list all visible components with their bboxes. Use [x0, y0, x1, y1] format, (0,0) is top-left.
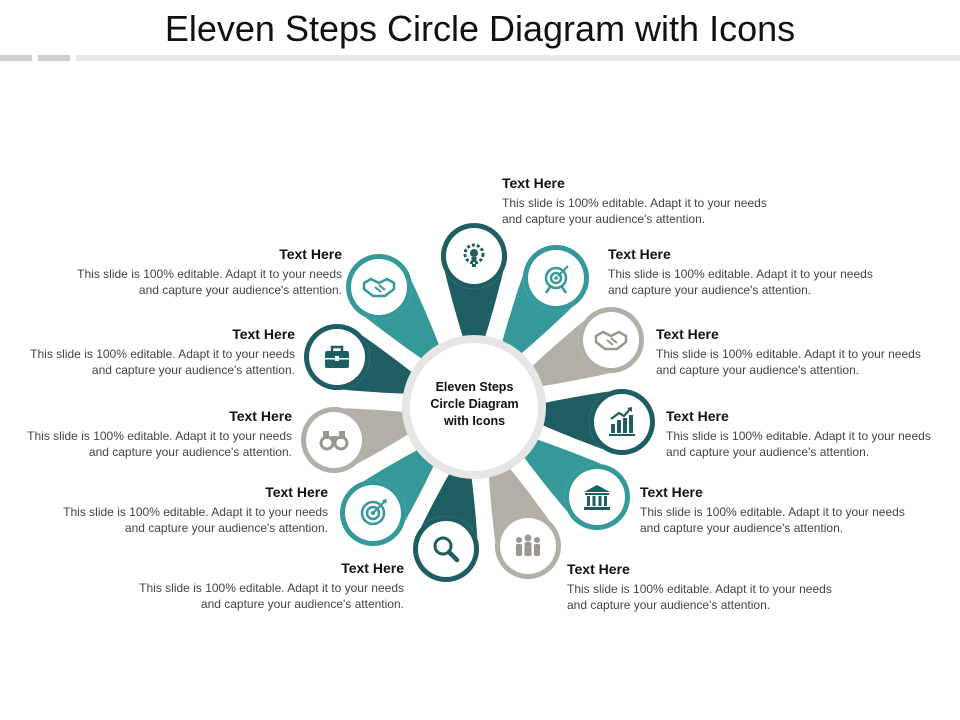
step-text-9: Text Here This slide is 100% editable. A… [12, 408, 292, 460]
step-node-face [594, 394, 650, 450]
step-node [346, 254, 412, 320]
lightbulb-gear-icon [463, 243, 485, 267]
step-petal [488, 460, 559, 558]
step-heading: Text Here [656, 326, 719, 342]
step-heading: Text Here [229, 408, 292, 424]
center-disc [410, 343, 538, 471]
center-label-line: with Icons [443, 414, 506, 428]
step-text-5: Text Here This slide is 100% editable. A… [640, 484, 920, 536]
step-node [340, 480, 406, 546]
step-petal [413, 464, 480, 556]
step-description: This slide is 100% editable. Adapt it to… [502, 196, 767, 226]
handshake-icon [362, 277, 396, 298]
title-divider-segment [0, 55, 32, 61]
team-icon [516, 534, 540, 556]
growth-chart-icon [609, 407, 635, 436]
step-node [413, 516, 479, 582]
step-text-4: Text Here This slide is 100% editable. A… [666, 408, 946, 460]
step-heading: Text Here [279, 246, 342, 262]
step-description: This slide is 100% editable. Adapt it to… [77, 267, 342, 297]
target-icon [544, 265, 569, 294]
step-text-8: Text Here This slide is 100% editable. A… [48, 484, 328, 536]
step-heading: Text Here [502, 175, 565, 191]
step-text-3: Text Here This slide is 100% editable. A… [656, 326, 936, 378]
center-label: Eleven Steps Circle Diagram with Icons [412, 379, 537, 430]
step-text-6: Text Here This slide is 100% editable. A… [567, 561, 847, 613]
step-petal [524, 310, 626, 388]
step-petal [349, 444, 439, 536]
step-node [301, 407, 367, 473]
step-description: This slide is 100% editable. Adapt it to… [139, 581, 404, 611]
title-divider-line [76, 55, 960, 61]
step-node [523, 245, 589, 311]
step-description: This slide is 100% editable. Adapt it to… [63, 505, 328, 535]
magnifier-icon [433, 536, 460, 563]
step-node-face [569, 469, 625, 525]
step-heading: Text Here [341, 560, 404, 576]
step-petal [499, 260, 584, 361]
binoculars-icon [319, 431, 349, 451]
step-description: This slide is 100% editable. Adapt it to… [27, 429, 292, 459]
step-petal [517, 435, 617, 524]
bank-icon [584, 485, 610, 510]
step-heading: Text Here [640, 484, 703, 500]
step-node-face [418, 521, 474, 577]
step-heading: Text Here [666, 408, 729, 424]
step-description: This slide is 100% editable. Adapt it to… [656, 347, 921, 377]
step-description: This slide is 100% editable. Adapt it to… [30, 347, 295, 377]
step-text-11: Text Here This slide is 100% editable. A… [62, 246, 342, 298]
step-description: This slide is 100% editable. Adapt it to… [567, 582, 832, 612]
step-description: This slide is 100% editable. Adapt it to… [640, 505, 905, 535]
step-petal [325, 326, 421, 394]
step-node [304, 324, 370, 390]
title-divider-segment [38, 55, 70, 61]
step-node-face [351, 259, 407, 315]
step-petal [532, 388, 626, 455]
step-petal [441, 256, 507, 347]
step-node [578, 307, 644, 373]
step-heading: Text Here [608, 246, 671, 262]
step-description: This slide is 100% editable. Adapt it to… [608, 267, 873, 297]
step-description: This slide is 100% editable. Adapt it to… [666, 429, 931, 459]
step-text-2: Text Here This slide is 100% editable. A… [608, 246, 888, 298]
step-text-7: Text Here This slide is 100% editable. A… [124, 560, 404, 612]
step-petal [353, 266, 444, 365]
step-text-1: Text Here This slide is 100% editable. A… [502, 175, 782, 227]
step-node [589, 389, 655, 455]
page-title: Eleven Steps Circle Diagram with Icons [164, 8, 796, 49]
step-heading: Text Here [232, 326, 295, 342]
step-petal [326, 406, 418, 473]
step-node [564, 464, 630, 530]
step-node [441, 223, 507, 289]
center-label-line: Eleven Steps [435, 380, 514, 394]
bullseye-icon [360, 499, 387, 526]
step-text-10: Text Here This slide is 100% editable. A… [15, 326, 295, 378]
center-label-line: Circle Diagram [430, 397, 519, 411]
step-node-face [583, 312, 639, 368]
handshake-icon [594, 330, 628, 351]
step-heading: Text Here [567, 561, 630, 577]
briefcase-icon [325, 345, 349, 368]
step-node [495, 513, 561, 579]
step-heading: Text Here [265, 484, 328, 500]
